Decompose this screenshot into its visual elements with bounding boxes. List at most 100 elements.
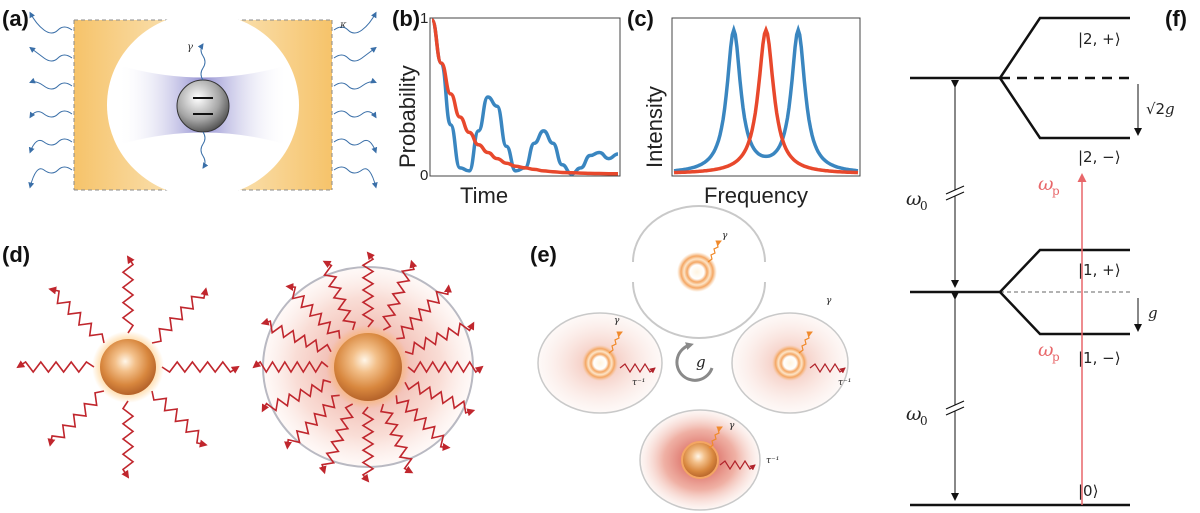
gamma-label-e-top: γ (722, 231, 728, 241)
ytick-min-b: 0 (420, 167, 428, 184)
omegap-label-lower: ω (1038, 339, 1054, 361)
emitter-right-e (772, 345, 808, 381)
axis-break-upper-b (945, 191, 965, 201)
ket-0: |0⟩ (1078, 482, 1098, 500)
series-line-b-1 (430, 18, 618, 176)
emission-arrow-d-right (361, 251, 375, 328)
panel-d: (d) (2, 242, 484, 483)
panel-c: (c) Frequency Intensity (627, 6, 861, 208)
leak-photon-right (333, 77, 377, 90)
gamma-label-e-left: γ (614, 316, 620, 326)
spontaneous-emission-down-arrow (200, 131, 209, 169)
level-2-plus (998, 16, 1130, 79)
axis-break-lower-a (945, 400, 965, 410)
gamma-label-e-bottom: γ (729, 421, 735, 431)
axis-break-upper-gap (948, 190, 962, 196)
tau-label-e-bottom: τ⁻¹ (766, 456, 779, 466)
emission-arrow-d-left (151, 287, 209, 344)
panel-label-e: (e) (530, 242, 557, 267)
omegap-sub-lower: p (1052, 350, 1060, 364)
plot-lines-b (430, 18, 619, 176)
xlabel-c: Frequency (704, 183, 808, 208)
sqrt2-label: √2 (1146, 100, 1165, 118)
ylabel-c: Intensity (642, 86, 667, 168)
emission-arrow-d-left (121, 255, 135, 334)
decay-arrow-left-e (619, 362, 656, 374)
ket-1-plus: |1, +⟩ (1078, 261, 1121, 279)
ket-2-minus: |2, −⟩ (1078, 148, 1121, 166)
panel-f: (f) |2, +⟩ |2, −⟩ √2 g |1, +⟩ |1, −⟩ g |… (906, 6, 1187, 507)
ytick-max-b: 1 (420, 10, 428, 27)
emitter-bottom-e (681, 441, 719, 479)
level-1-plus (999, 248, 1130, 293)
leak-photon-left (28, 138, 73, 154)
decay-arrow-bottom-e (719, 459, 756, 471)
ylabel-b: Probability (395, 65, 420, 168)
emission-arrow-d-left (121, 400, 135, 479)
omega0-sub-lower: 0 (920, 414, 928, 428)
emission-arrow-d-right (381, 259, 418, 331)
emission-arrow-bottom-e (708, 426, 723, 449)
coupling-cycle-arrow (675, 342, 714, 382)
omega0-sub-upper: 0 (920, 199, 928, 213)
gamma-label-e-right: γ (826, 296, 832, 306)
emission-arrow-d-right (395, 395, 451, 451)
level-1-minus (999, 291, 1130, 336)
emitter-right (334, 333, 402, 401)
panel-label-a: (a) (2, 6, 29, 31)
emission-arrow-d-right (261, 378, 332, 413)
emission-arrow-top (707, 240, 722, 263)
left-cavity-leakage (28, 11, 73, 189)
atom (176, 79, 230, 133)
series-line-c-0 (673, 24, 859, 173)
leak-photon-right (333, 166, 378, 189)
gamma-label-a: γ (187, 42, 193, 53)
g-label-2: g (1165, 100, 1175, 118)
emission-arrow-d-left (48, 286, 105, 344)
omegap-sub-upper: p (1052, 184, 1060, 198)
plot-frame-b (429, 17, 621, 177)
panel-label-f: (f) (1165, 6, 1187, 31)
omega0-label-lower: ω (906, 403, 922, 425)
series-line-c-1 (673, 25, 859, 175)
emission-arrow-d-right (396, 284, 452, 340)
leak-photon-right (333, 110, 377, 119)
emission-arrow-d-right (404, 321, 475, 356)
plot-lines-c (673, 24, 859, 175)
emission-arrow-left-e (608, 331, 623, 354)
emission-arrow-d-left (151, 390, 208, 448)
g-label-e: g (696, 353, 706, 371)
tau-label-e-right: τ⁻¹ (838, 378, 851, 388)
emission-arrow-d-right (404, 380, 476, 417)
g-label-1: g (1148, 304, 1158, 322)
leak-photon-left (29, 110, 73, 119)
omega0-label-upper: ω (906, 188, 922, 210)
leak-photon-left (29, 11, 73, 34)
free-space-emission-arrows (16, 255, 240, 479)
emission-arrow-d-right (361, 406, 375, 483)
series-line-b-0 (430, 18, 619, 176)
xlabel-b: Time (460, 183, 508, 208)
emission-arrow-d-right (284, 394, 340, 450)
axis-break-upper-a (945, 185, 965, 195)
emitter-left-e (582, 345, 618, 381)
leak-photon-left (28, 166, 73, 189)
ket-2-plus: |2, +⟩ (1078, 30, 1121, 48)
spontaneous-emission-up-arrow (197, 43, 206, 81)
emission-arrow-d-right (252, 360, 329, 374)
panel-label-d: (d) (2, 242, 30, 267)
emitter-top (677, 252, 717, 292)
leak-photon-right (333, 11, 377, 34)
panel-label-b: (b) (392, 6, 420, 31)
emission-arrow-right-e (798, 331, 813, 354)
right-cavity-leakage (333, 11, 378, 189)
emission-arrow-d-right (322, 260, 357, 331)
emission-arrow-d-right (407, 360, 484, 374)
emission-arrow-d-right (379, 403, 414, 474)
tau-label-e-left: τ⁻¹ (632, 378, 645, 388)
leak-photon-right (333, 138, 378, 154)
level-2-minus (998, 77, 1130, 140)
emitter-left (100, 339, 156, 395)
leak-photon-left (29, 77, 73, 90)
axis-break-lower-gap (948, 405, 962, 411)
